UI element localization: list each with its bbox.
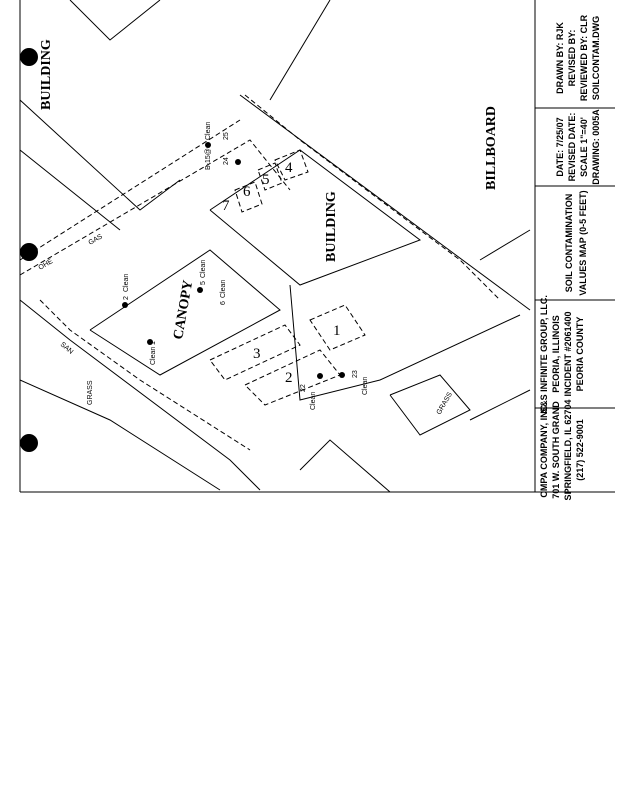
- billboard-label: BILLBOARD: [484, 106, 499, 190]
- area-4-label: 4: [285, 160, 293, 176]
- title-block-title: SOIL CONTAMINATION VALUES MAP (0-5 FEET): [564, 190, 588, 295]
- area-6-label: 6: [243, 184, 251, 200]
- title-block-drawn: DRAWN BY: RJK REVISED BY: REVIEWED BY: C…: [555, 14, 601, 101]
- svg-text:(217) 522-9001: (217) 522-9001: [575, 419, 585, 481]
- svg-text:B-15@: B-15@: [205, 148, 212, 170]
- area-1-label: 1: [333, 323, 341, 339]
- area-7-label: 7: [222, 198, 230, 214]
- san-line-label: SAN: [59, 341, 75, 356]
- svg-text:23: 23: [352, 370, 359, 378]
- title-block-dates: DATE: 7/25/07 REVISED DATE: SCALE 1"=40'…: [555, 109, 601, 185]
- svg-text:2: 2: [123, 296, 130, 300]
- area-5-label: 5: [262, 172, 270, 188]
- gas-line-label: GAS: [88, 233, 105, 247]
- svg-text:Clean: Clean: [150, 347, 157, 365]
- binder-hole: [20, 48, 38, 66]
- svg-text:25: 25: [223, 132, 230, 140]
- svg-text:VALUES MAP (0-5 FEET): VALUES MAP (0-5 FEET): [578, 190, 588, 295]
- svg-text:DATE: 7/25/07: DATE: 7/25/07: [555, 117, 565, 176]
- site-linework: [19, 0, 531, 493]
- title-block-company: CMPA COMPANY, INC. 701 W. SOUTH GRAND SP…: [539, 400, 585, 501]
- svg-text:DRAWING: 0005A: DRAWING: 0005A: [591, 109, 601, 185]
- svg-text:SCALE 1"=40': SCALE 1"=40': [579, 117, 589, 177]
- title-block-grid: [535, 107, 615, 409]
- area-3-label: 3: [253, 346, 261, 362]
- svg-text:DRAWN BY: RJK: DRAWN BY: RJK: [555, 22, 565, 94]
- grass-label: GRASS: [436, 391, 454, 416]
- building-label: BUILDING: [324, 191, 339, 262]
- svg-text:22: 22: [300, 384, 307, 392]
- svg-text:PEORIA, ILLINOIS: PEORIA, ILLINOIS: [551, 315, 561, 393]
- svg-text:Clean: Clean: [205, 122, 212, 140]
- binder-hole: [20, 434, 38, 452]
- building-label: BUILDING: [39, 39, 54, 110]
- ohe-line-label: OHE: [38, 258, 55, 272]
- svg-text:Clean: Clean: [200, 260, 207, 278]
- svg-text:701 W. SOUTH GRAND: 701 W. SOUTH GRAND: [551, 401, 561, 499]
- svg-text:PEORIA COUNTY: PEORIA COUNTY: [575, 317, 585, 392]
- svg-text:SOIL CONTAMINATION: SOIL CONTAMINATION: [564, 194, 574, 293]
- canopy-label: CANOPY: [171, 279, 196, 341]
- svg-text:Clean: Clean: [220, 280, 227, 298]
- svg-text:CMPA COMPANY, INC.: CMPA COMPANY, INC.: [539, 402, 549, 497]
- svg-text:REVISED BY:: REVISED BY:: [567, 30, 577, 87]
- excavation-areas: 1 2 3 4 5 6 7: [209, 149, 366, 406]
- svg-text:Clean: Clean: [310, 392, 317, 410]
- binder-hole: [20, 243, 38, 261]
- svg-text:Clean: Clean: [362, 377, 369, 395]
- svg-text:INCIDENT #2061400: INCIDENT #2061400: [563, 311, 573, 396]
- svg-text:1: 1: [150, 341, 157, 345]
- svg-text:REVISED DATE:: REVISED DATE:: [567, 113, 577, 182]
- sample-points: B-15@ Clean 24 25 2 Clean 5 Clean 6 Clea…: [122, 122, 369, 410]
- svg-text:S&S INFINITE GROUP, LLC.: S&S INFINITE GROUP, LLC.: [539, 295, 549, 413]
- svg-text:24: 24: [223, 157, 230, 165]
- title-block-client: S&S INFINITE GROUP, LLC. PEORIA, ILLINOI…: [539, 295, 585, 413]
- svg-text:6: 6: [220, 301, 227, 305]
- svg-text:SOILCONTAM.DWG: SOILCONTAM.DWG: [591, 16, 601, 100]
- grass-label: GRASS: [87, 380, 94, 405]
- svg-text:5: 5: [200, 281, 207, 285]
- svg-text:REVIEWED BY: CLR: REVIEWED BY: CLR: [579, 14, 589, 101]
- svg-text:SPRINGFIELD, IL 62704: SPRINGFIELD, IL 62704: [563, 400, 573, 501]
- area-2-label: 2: [285, 370, 293, 386]
- svg-text:Clean: Clean: [123, 274, 130, 292]
